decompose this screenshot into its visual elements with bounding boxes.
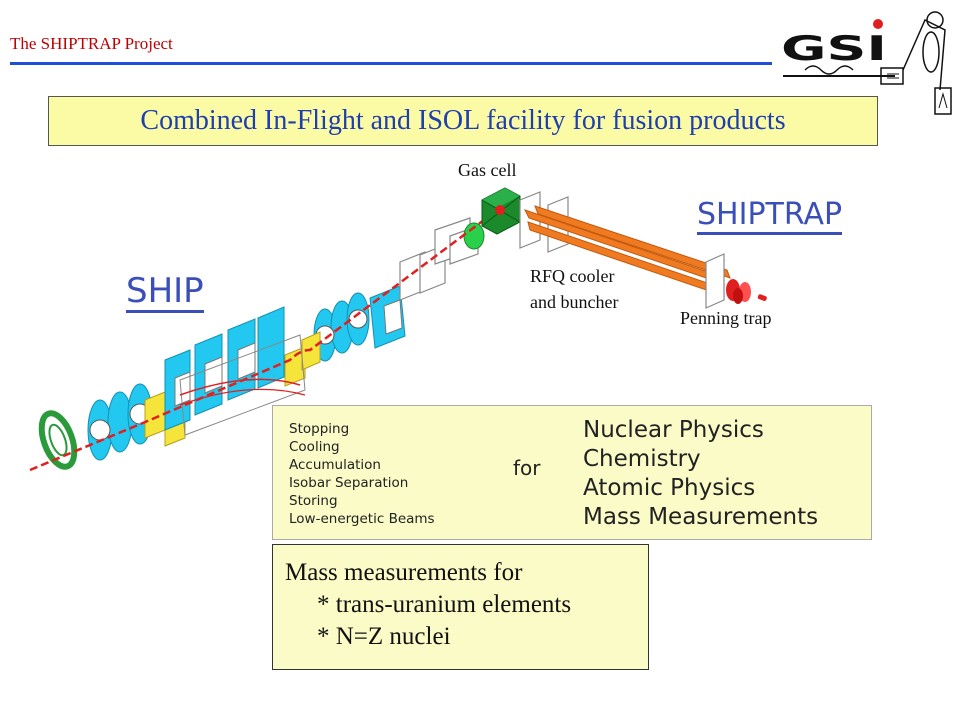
ship-label: SHIP	[126, 271, 204, 313]
header-rule	[10, 62, 772, 65]
gas-cell	[481, 187, 521, 235]
penning-trap	[726, 279, 767, 304]
rfq-label-line2: and buncher	[530, 292, 619, 312]
gas-cell-label: Gas cell	[458, 160, 517, 180]
applications-box: Stopping Cooling Accumulation Isobar Sep…	[272, 405, 872, 540]
process-item: Stopping	[289, 421, 350, 437]
title-banner: Combined In-Flight and ISOL facility for…	[48, 96, 878, 146]
ship-separator	[29, 206, 501, 472]
process-item: Storing	[289, 493, 338, 509]
mass-heading: Mass measurements for	[285, 559, 523, 586]
process-item: Low-energetic Beams	[289, 511, 435, 527]
mass-measurements-box: Mass measurements for * trans-uranium el…	[272, 544, 649, 670]
gsi-logo-text: GSI	[781, 29, 887, 69]
rfq-cooler	[519, 191, 731, 309]
field-item: Nuclear Physics	[583, 417, 764, 443]
penning-trap-label: Penning trap	[680, 308, 772, 328]
project-title: The SHIPTRAP Project	[10, 34, 173, 53]
for-connector: for	[513, 456, 541, 480]
process-item: Accumulation	[289, 457, 381, 473]
shiptrap-label: SHIPTRAP	[697, 198, 843, 235]
mass-items: * trans-uranium elements * N=Z nuclei	[285, 589, 648, 653]
mass-item: * trans-uranium elements	[317, 591, 572, 618]
process-item: Isobar Separation	[289, 475, 409, 491]
field-list: Nuclear Physics Chemistry Atomic Physics…	[583, 416, 818, 532]
field-item: Atomic Physics	[583, 475, 756, 501]
field-item: Mass Measurements	[583, 504, 819, 530]
gsi-logo: GSI	[781, 11, 952, 115]
banner-title: Combined In-Flight and ISOL facility for…	[140, 105, 786, 136]
process-list: Stopping Cooling Accumulation Isobar Sep…	[289, 420, 435, 528]
rfq-label-line1: RFQ cooler	[530, 266, 615, 286]
process-item: Cooling	[289, 439, 340, 455]
mass-item: * N=Z nuclei	[317, 623, 451, 650]
facility-diagram	[29, 187, 767, 472]
field-item: Chemistry	[583, 446, 701, 472]
